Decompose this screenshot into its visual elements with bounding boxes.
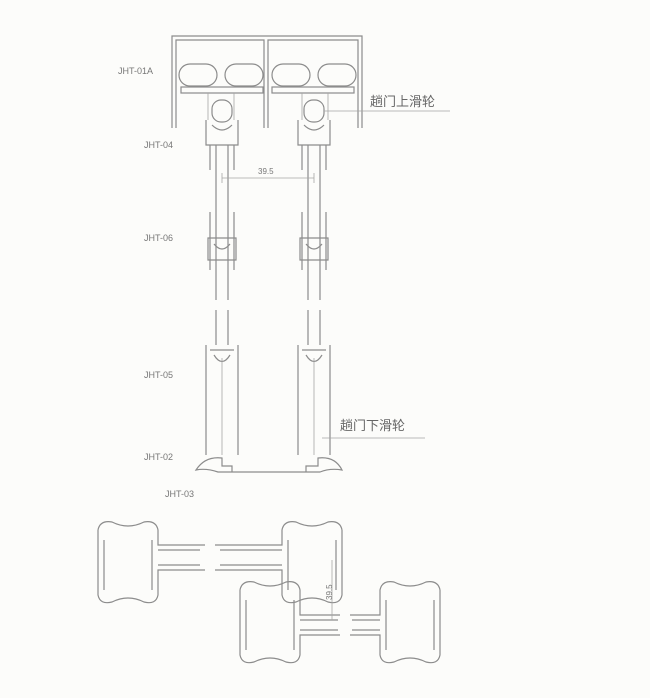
upper-roller-callout: 趟门上滑轮 bbox=[324, 95, 450, 112]
door-profiles bbox=[205, 120, 331, 455]
label-jht-01a: JHT-01A bbox=[118, 66, 153, 76]
label-jht-02: JHT-02 bbox=[144, 452, 173, 462]
cross-section-lower bbox=[239, 581, 441, 664]
top-track-jht-01a bbox=[171, 35, 363, 128]
label-jht-05: JHT-05 bbox=[144, 370, 173, 380]
bottom-track-jht-02 bbox=[194, 457, 344, 473]
dimension-label: 39.5 bbox=[258, 167, 274, 176]
lower-roller-callout: 趟门下滑轮 bbox=[322, 419, 425, 439]
cross-section-upper bbox=[97, 521, 343, 604]
label-jht-04: JHT-04 bbox=[144, 140, 173, 150]
upper-roller-label: 趟门上滑轮 bbox=[370, 95, 435, 110]
lower-roller-label: 趟门下滑轮 bbox=[340, 419, 405, 434]
section-spacing-dimension: 39.5 bbox=[325, 560, 334, 620]
label-jht-03: JHT-03 bbox=[165, 489, 194, 499]
section-dimension-label: 39.5 bbox=[325, 584, 334, 600]
door-spacing-dimension: 39.5 bbox=[221, 167, 315, 183]
label-jht-06: JHT-06 bbox=[144, 233, 173, 243]
upper-roller-wheels bbox=[178, 63, 357, 87]
